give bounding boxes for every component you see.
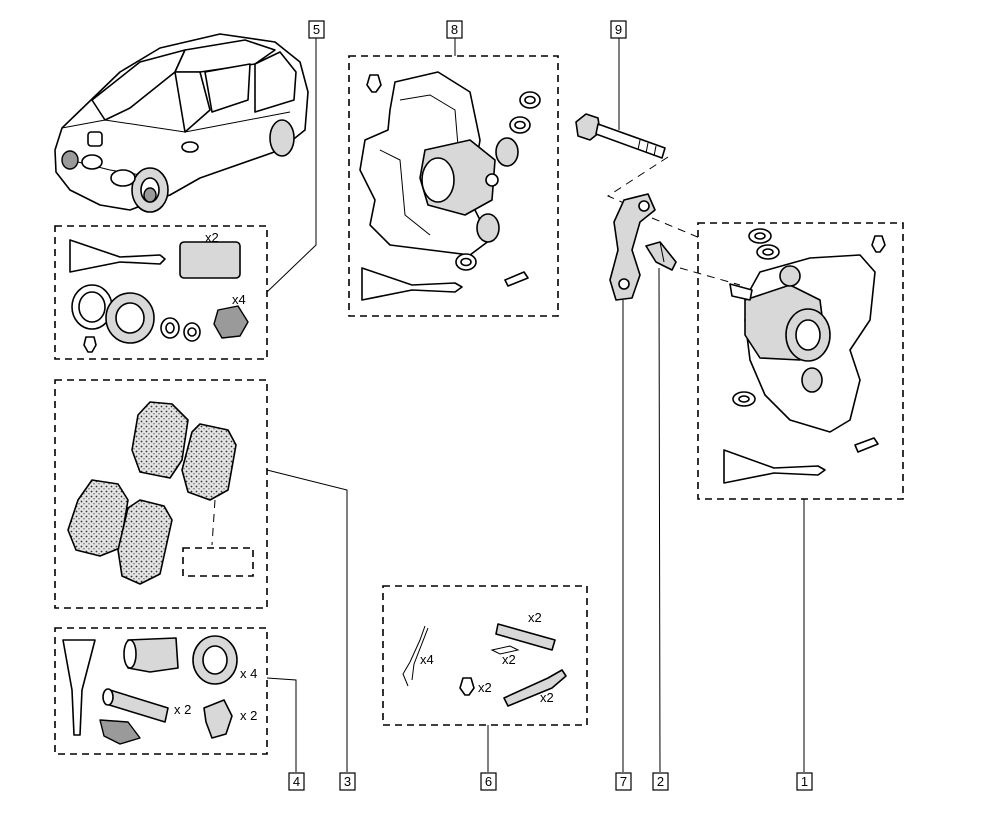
kit-6-fitting-kit: x4 x2 x2 x2 x2 (382, 585, 588, 726)
anti-rattle-spring (503, 669, 567, 707)
callout-7: 7 (615, 772, 632, 791)
bleed-screw (645, 217, 741, 286)
guide-bush (213, 305, 249, 339)
callout-4: 4 (288, 772, 305, 791)
bleed-bracket (609, 193, 656, 301)
callout-9: 9 (610, 20, 627, 39)
svg-text:4: 4 (293, 774, 300, 789)
qty-label: x4 (420, 652, 434, 667)
car-illustration (54, 33, 309, 213)
kit-5-seal-kit: x2 x4 (54, 225, 268, 360)
grease-tube-4 (62, 639, 96, 736)
qty-label: x2 (478, 680, 492, 695)
svg-text:1: 1 (801, 774, 808, 789)
qty-label: x2 (528, 610, 542, 625)
callout-8: 8 (446, 20, 463, 39)
bleed-cap-6 (459, 677, 475, 696)
qty-label: x 4 (240, 666, 257, 681)
qty-label: x4 (232, 292, 246, 307)
qty-label: x2 (502, 652, 516, 667)
bleed-cap-5 (83, 336, 97, 353)
kit-4-boot-kit: x 4 x 2 x 2 (54, 627, 268, 755)
qty-label: x 2 (240, 708, 257, 723)
guide-pin-bottom (476, 213, 500, 243)
caliper-bolt (575, 113, 669, 211)
callout-3: 3 (339, 772, 356, 791)
qty-label: x 2 (174, 702, 191, 717)
qty-label: x2 (205, 230, 219, 245)
grease-sachet-5 (69, 239, 166, 273)
qty-label: x2 (540, 690, 554, 705)
callout-1: 1 (796, 772, 813, 791)
bleed-cap-8 (366, 74, 382, 93)
brake-pad-d (117, 499, 173, 585)
rubber-block (99, 719, 141, 745)
leader-lines (266, 38, 805, 773)
bleed-screw-8 (504, 271, 529, 287)
kit-3-brake-pads (54, 379, 268, 609)
svg-text:6: 6 (485, 774, 492, 789)
svg-text:3: 3 (344, 774, 351, 789)
svg-text:5: 5 (313, 22, 320, 37)
svg-text:2: 2 (657, 774, 664, 789)
kit-1-complete-caliper (697, 222, 904, 500)
guide-pin-top (495, 137, 519, 167)
svg-text:8: 8 (451, 22, 458, 37)
callout-5: 5 (308, 20, 325, 39)
svg-text:9: 9 (615, 22, 622, 37)
kit-8-caliper-body (348, 55, 559, 317)
svg-text:7: 7 (620, 774, 627, 789)
wear-sensor (495, 623, 556, 651)
spring-clip (402, 625, 426, 687)
cleaner-packet-5 (179, 241, 241, 279)
callout-6: 6 (480, 772, 497, 791)
guide-sleeve (105, 689, 169, 723)
grease-sachet-8 (361, 267, 463, 301)
callout-2: 2 (652, 772, 669, 791)
brake-pad-b (181, 423, 237, 501)
brake-pad-a (131, 401, 189, 479)
clip-boot (203, 699, 233, 739)
